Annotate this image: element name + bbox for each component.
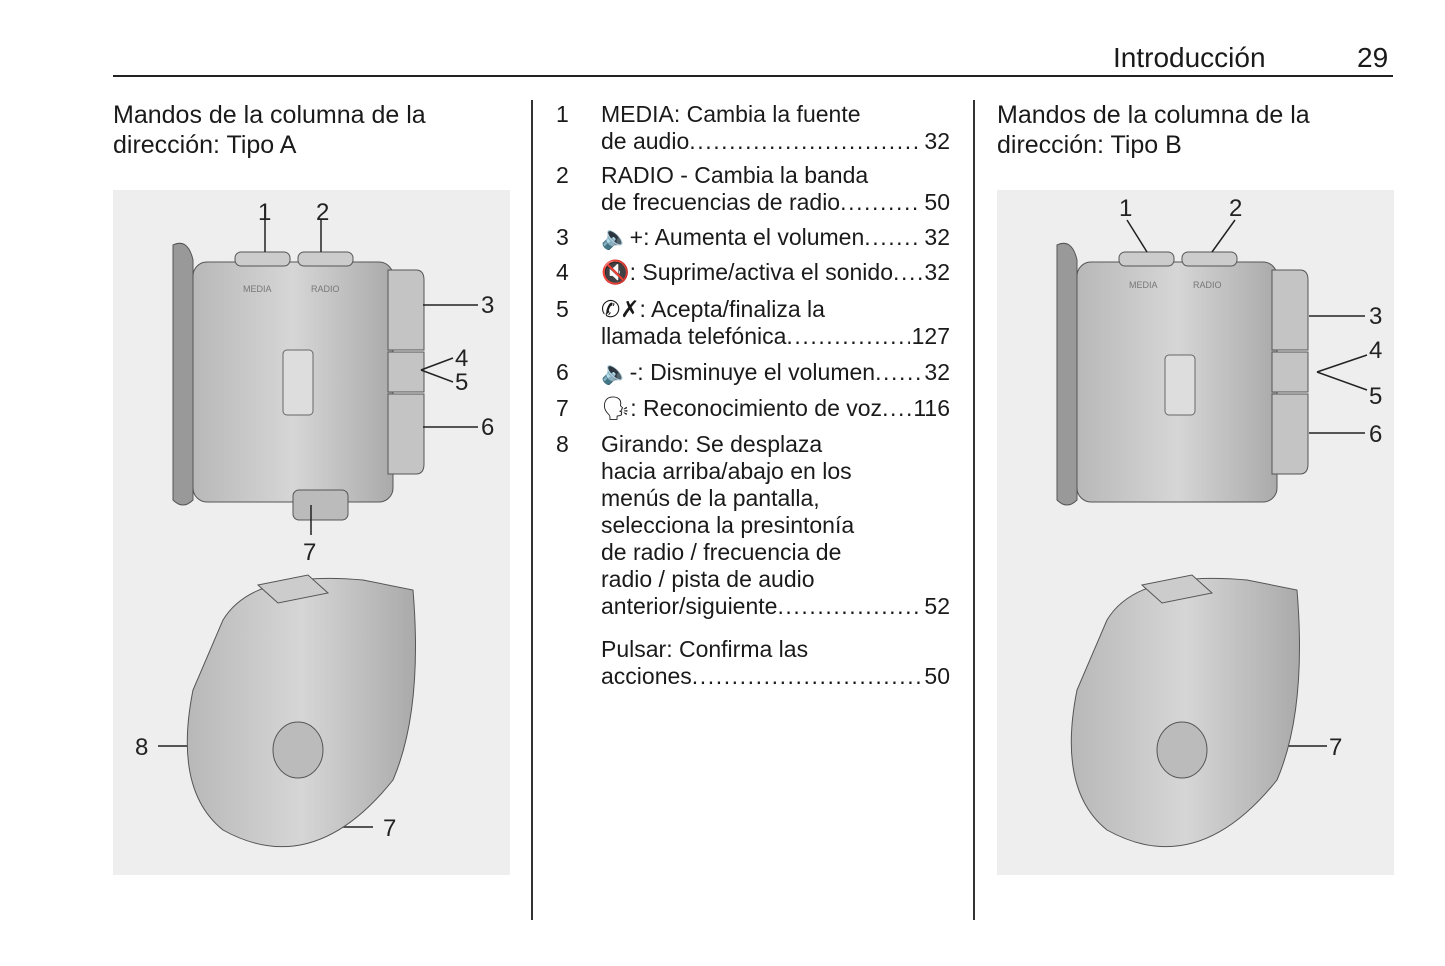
page-ref[interactable]: 32 xyxy=(924,359,950,385)
header-rule xyxy=(113,75,1393,77)
item-text: de radio / frecuencia de xyxy=(601,539,842,565)
heading-tipo-b: Mandos de la columna de la dirección: Ti… xyxy=(997,100,1397,160)
svg-text:1: 1 xyxy=(1119,195,1132,222)
item-number: 6 xyxy=(556,359,569,385)
item-text: acciones xyxy=(601,663,692,689)
page-ref[interactable]: 32 xyxy=(924,224,950,250)
item-text: Pulsar: Confirma las xyxy=(601,636,809,662)
item-text: 🔇: Suprime/activa el sonido xyxy=(601,259,893,285)
item-text: hacia arriba/abajo en los xyxy=(601,458,852,484)
page-ref[interactable]: 50 xyxy=(924,189,950,215)
item-text: 🔈-: Disminuye el volumen xyxy=(601,359,876,385)
svg-text:8: 8 xyxy=(135,734,148,761)
page-ref[interactable]: 32 xyxy=(924,259,950,285)
item-number: 8 xyxy=(556,431,569,457)
item-text: radio / pista de audio xyxy=(601,566,815,592)
svg-text:6: 6 xyxy=(481,414,494,441)
item-text: RADIO - Cambia la banda xyxy=(601,162,869,188)
svg-text:2: 2 xyxy=(1229,195,1242,222)
item-text: MEDIA: Cambia la fuente xyxy=(601,101,861,127)
column-divider xyxy=(973,100,975,920)
page-ref[interactable]: 32 xyxy=(924,128,950,154)
svg-text:3: 3 xyxy=(1369,303,1382,330)
item-text: 🗣: Reconocimiento de voz xyxy=(601,395,883,421)
item-text: selecciona la presintonía xyxy=(601,512,855,538)
heading-line: Mandos de la columna de la xyxy=(997,101,1310,129)
item-number: 7 xyxy=(556,395,569,421)
svg-text:7: 7 xyxy=(383,815,396,842)
svg-text:7: 7 xyxy=(1329,734,1342,761)
figure-tipo-b: MEDIA RADIO 1 2 3 4 5 6 7 xyxy=(997,190,1394,875)
item-text: ✆✗: Acepta/finaliza la xyxy=(601,296,825,322)
svg-text:MEDIA: MEDIA xyxy=(243,284,272,294)
svg-text:6: 6 xyxy=(1369,421,1382,448)
heading-tipo-a: Mandos de la columna de la dirección: Ti… xyxy=(113,100,513,160)
item-text: Girando: Se desplaza xyxy=(601,431,823,457)
item-number: 3 xyxy=(556,224,569,250)
svg-text:7: 7 xyxy=(303,539,316,566)
heading-line: dirección: Tipo A xyxy=(113,131,297,159)
page-ref[interactable]: 52 xyxy=(924,593,950,619)
item-number: 5 xyxy=(556,296,569,322)
svg-text:4: 4 xyxy=(455,345,468,372)
svg-text:5: 5 xyxy=(455,369,468,396)
svg-text:5: 5 xyxy=(1369,383,1382,410)
item-text: de frecuencias de radio xyxy=(601,189,841,215)
column-divider xyxy=(531,100,533,920)
item-number: 1 xyxy=(556,101,569,127)
figure-tipo-a: MEDIA RADIO 1 2 3 4 5 6 7 8 7 xyxy=(113,190,510,875)
item-number: 4 xyxy=(556,259,569,285)
section-title: Introducción xyxy=(1113,42,1266,73)
svg-text:RADIO: RADIO xyxy=(311,284,340,294)
svg-text:4: 4 xyxy=(1369,337,1382,364)
item-number: 2 xyxy=(556,162,569,188)
item-text: anterior/siguiente xyxy=(601,593,778,619)
svg-text:1: 1 xyxy=(258,199,271,226)
item-text: 🔈+: Aumenta el volumen xyxy=(601,224,865,250)
heading-line: Mandos de la columna de la xyxy=(113,101,426,129)
heading-line: dirección: Tipo B xyxy=(997,131,1182,159)
item-text: menús de la pantalla, xyxy=(601,485,820,511)
page-ref[interactable]: 116 xyxy=(913,395,950,421)
item-text: llamada telefónica xyxy=(601,323,787,349)
item-text: de audio xyxy=(601,128,690,154)
page-ref[interactable]: 127 xyxy=(911,323,950,349)
svg-text:2: 2 xyxy=(316,199,329,226)
page-number: 29 xyxy=(1357,42,1389,73)
page-ref[interactable]: 50 xyxy=(924,663,950,689)
svg-text:MEDIA: MEDIA xyxy=(1129,280,1158,290)
svg-text:3: 3 xyxy=(481,292,494,319)
svg-text:RADIO: RADIO xyxy=(1193,280,1222,290)
